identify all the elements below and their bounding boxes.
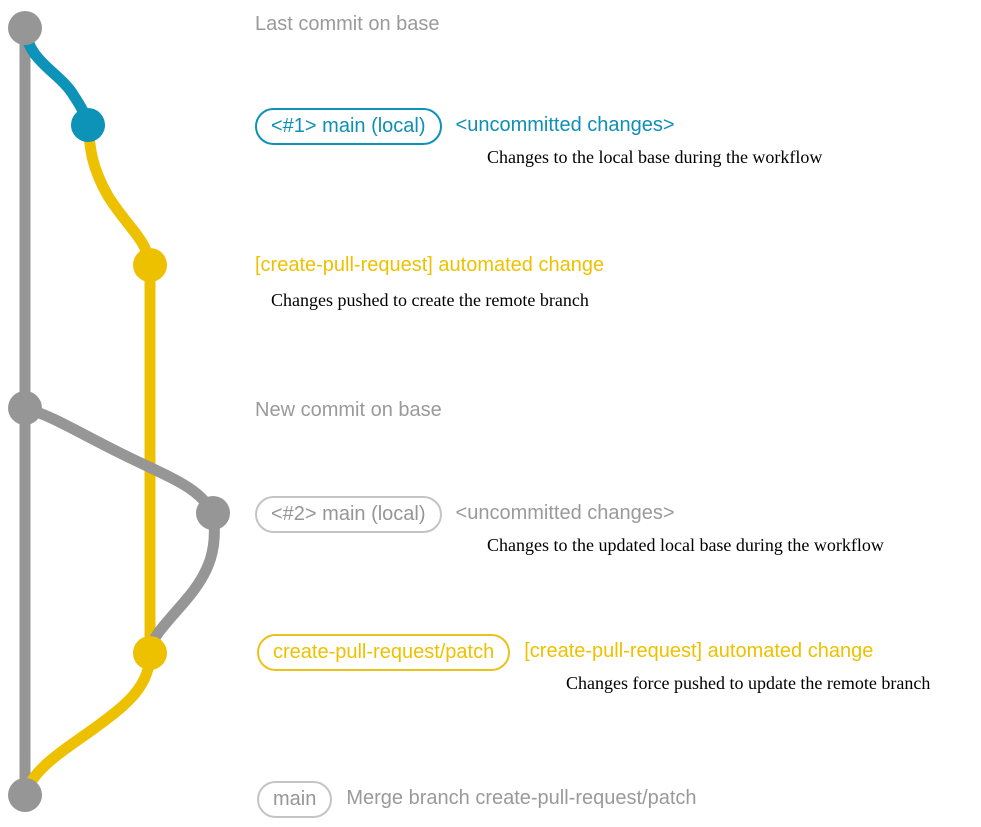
commit-subject: <uncommitted changes> bbox=[455, 502, 675, 524]
node-merge bbox=[8, 778, 42, 812]
row-merge-commit: main Merge branch create-pull-request/pa… bbox=[257, 781, 697, 818]
row-last-commit-on-base: Last commit on base bbox=[255, 12, 440, 36]
node-base-new bbox=[8, 391, 42, 425]
edge-local2-to-patch2 bbox=[144, 507, 220, 659]
edge-patch2-to-merge bbox=[19, 647, 156, 801]
row-automated-change-create: [create-pull-request] automated change bbox=[255, 253, 604, 277]
commit-subject: [create-pull-request] automated change bbox=[524, 640, 874, 662]
edge-local1-to-patch1 bbox=[82, 119, 156, 271]
commit-description: Changes pushed to create the remote bran… bbox=[271, 290, 589, 310]
commit-nodes bbox=[8, 11, 230, 812]
row-automated-change-update: create-pull-request/patch [create-pull-r… bbox=[257, 634, 873, 671]
row-local-main-1: <#1> main (local) <uncommitted changes> bbox=[255, 108, 675, 145]
node-patch-2 bbox=[133, 636, 167, 670]
edge-basenew-to-local2 bbox=[19, 402, 219, 519]
commit-subject: New commit on base bbox=[255, 399, 442, 421]
branch-ref-pill-create-pull-request-patch[interactable]: create-pull-request/patch bbox=[257, 634, 511, 671]
commit-subject: [create-pull-request] automated change bbox=[255, 254, 605, 276]
branch-ref-pill-main[interactable]: main bbox=[257, 781, 333, 818]
node-base-top bbox=[8, 11, 42, 45]
commit-subject: <uncommitted changes> bbox=[455, 114, 675, 136]
node-local-2 bbox=[196, 496, 230, 530]
commit-subject: Merge branch create-pull-request/patch bbox=[346, 787, 697, 809]
node-patch-1 bbox=[133, 248, 167, 282]
branch-ref-pill-local-main-1[interactable]: <#1> main (local) bbox=[255, 108, 442, 145]
commit-subject: Last commit on base bbox=[255, 13, 440, 35]
branch-ref-pill-local-main-2[interactable]: <#2> main (local) bbox=[255, 496, 442, 533]
row-local-main-2: <#2> main (local) <uncommitted changes> bbox=[255, 496, 675, 533]
node-local-1 bbox=[71, 108, 105, 142]
commit-description: Changes to the local base during the wor… bbox=[487, 147, 823, 167]
commit-description: Changes force pushed to update the remot… bbox=[566, 673, 931, 693]
edge-base-to-local1 bbox=[19, 22, 94, 131]
commit-description: Changes to the updated local base during… bbox=[487, 535, 884, 555]
row-new-commit-on-base: New commit on base bbox=[255, 398, 442, 422]
